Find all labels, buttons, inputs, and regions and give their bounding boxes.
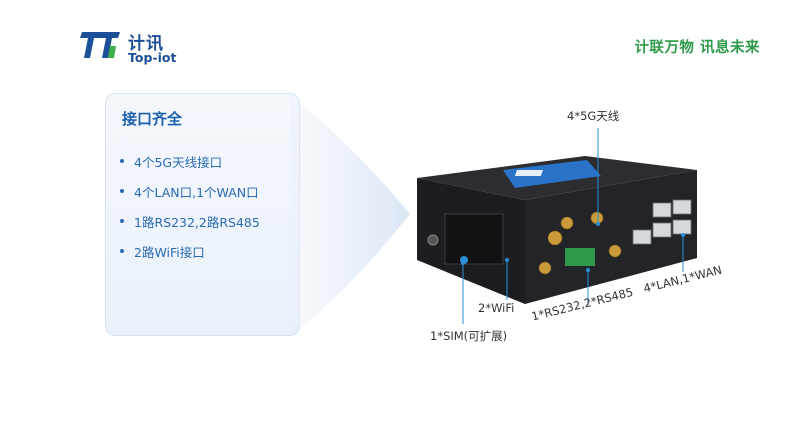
- bullet-icon: [120, 159, 124, 163]
- brand-logo: 计讯 Top-iot: [80, 26, 210, 70]
- callout-wifi: 2*WiFi: [478, 301, 515, 315]
- slogan: 计联万物 讯息未来: [634, 40, 760, 56]
- brand-name-cn: 计讯: [128, 34, 164, 54]
- router-device-image: [417, 156, 697, 304]
- feature-item: 4个5G天线接口: [120, 146, 260, 176]
- bullet-icon: [120, 219, 124, 223]
- feature-item-label: 1路RS232,2路RS485: [134, 214, 260, 230]
- bullet-icon: [120, 189, 124, 193]
- pointer-arrow-icon: [290, 96, 410, 336]
- feature-list: 4个5G天线接口 4个LAN口,1个WAN口 1路RS232,2路RS485 2…: [120, 146, 260, 266]
- feature-item: 2路WiFi接口: [120, 236, 260, 266]
- callout-antenna: 4*5G天线: [567, 109, 620, 123]
- feature-item: 4个LAN口,1个WAN口: [120, 176, 260, 206]
- bullet-icon: [120, 249, 124, 253]
- feature-item-label: 4个5G天线接口: [134, 154, 223, 170]
- feature-item-label: 2路WiFi接口: [134, 244, 205, 260]
- callout-sim: 1*SIM(可扩展): [430, 329, 508, 343]
- feature-panel: 接口齐全 4个5G天线接口 4个LAN口,1个WAN口 1路RS232,2路RS…: [105, 93, 300, 336]
- brand-name-en: Top-iot: [128, 50, 177, 65]
- feature-item-label: 4个LAN口,1个WAN口: [134, 184, 259, 200]
- feature-title: 接口齐全: [122, 110, 183, 128]
- feature-item: 1路RS232,2路RS485: [120, 206, 260, 236]
- brand-logo-icon: [80, 32, 120, 58]
